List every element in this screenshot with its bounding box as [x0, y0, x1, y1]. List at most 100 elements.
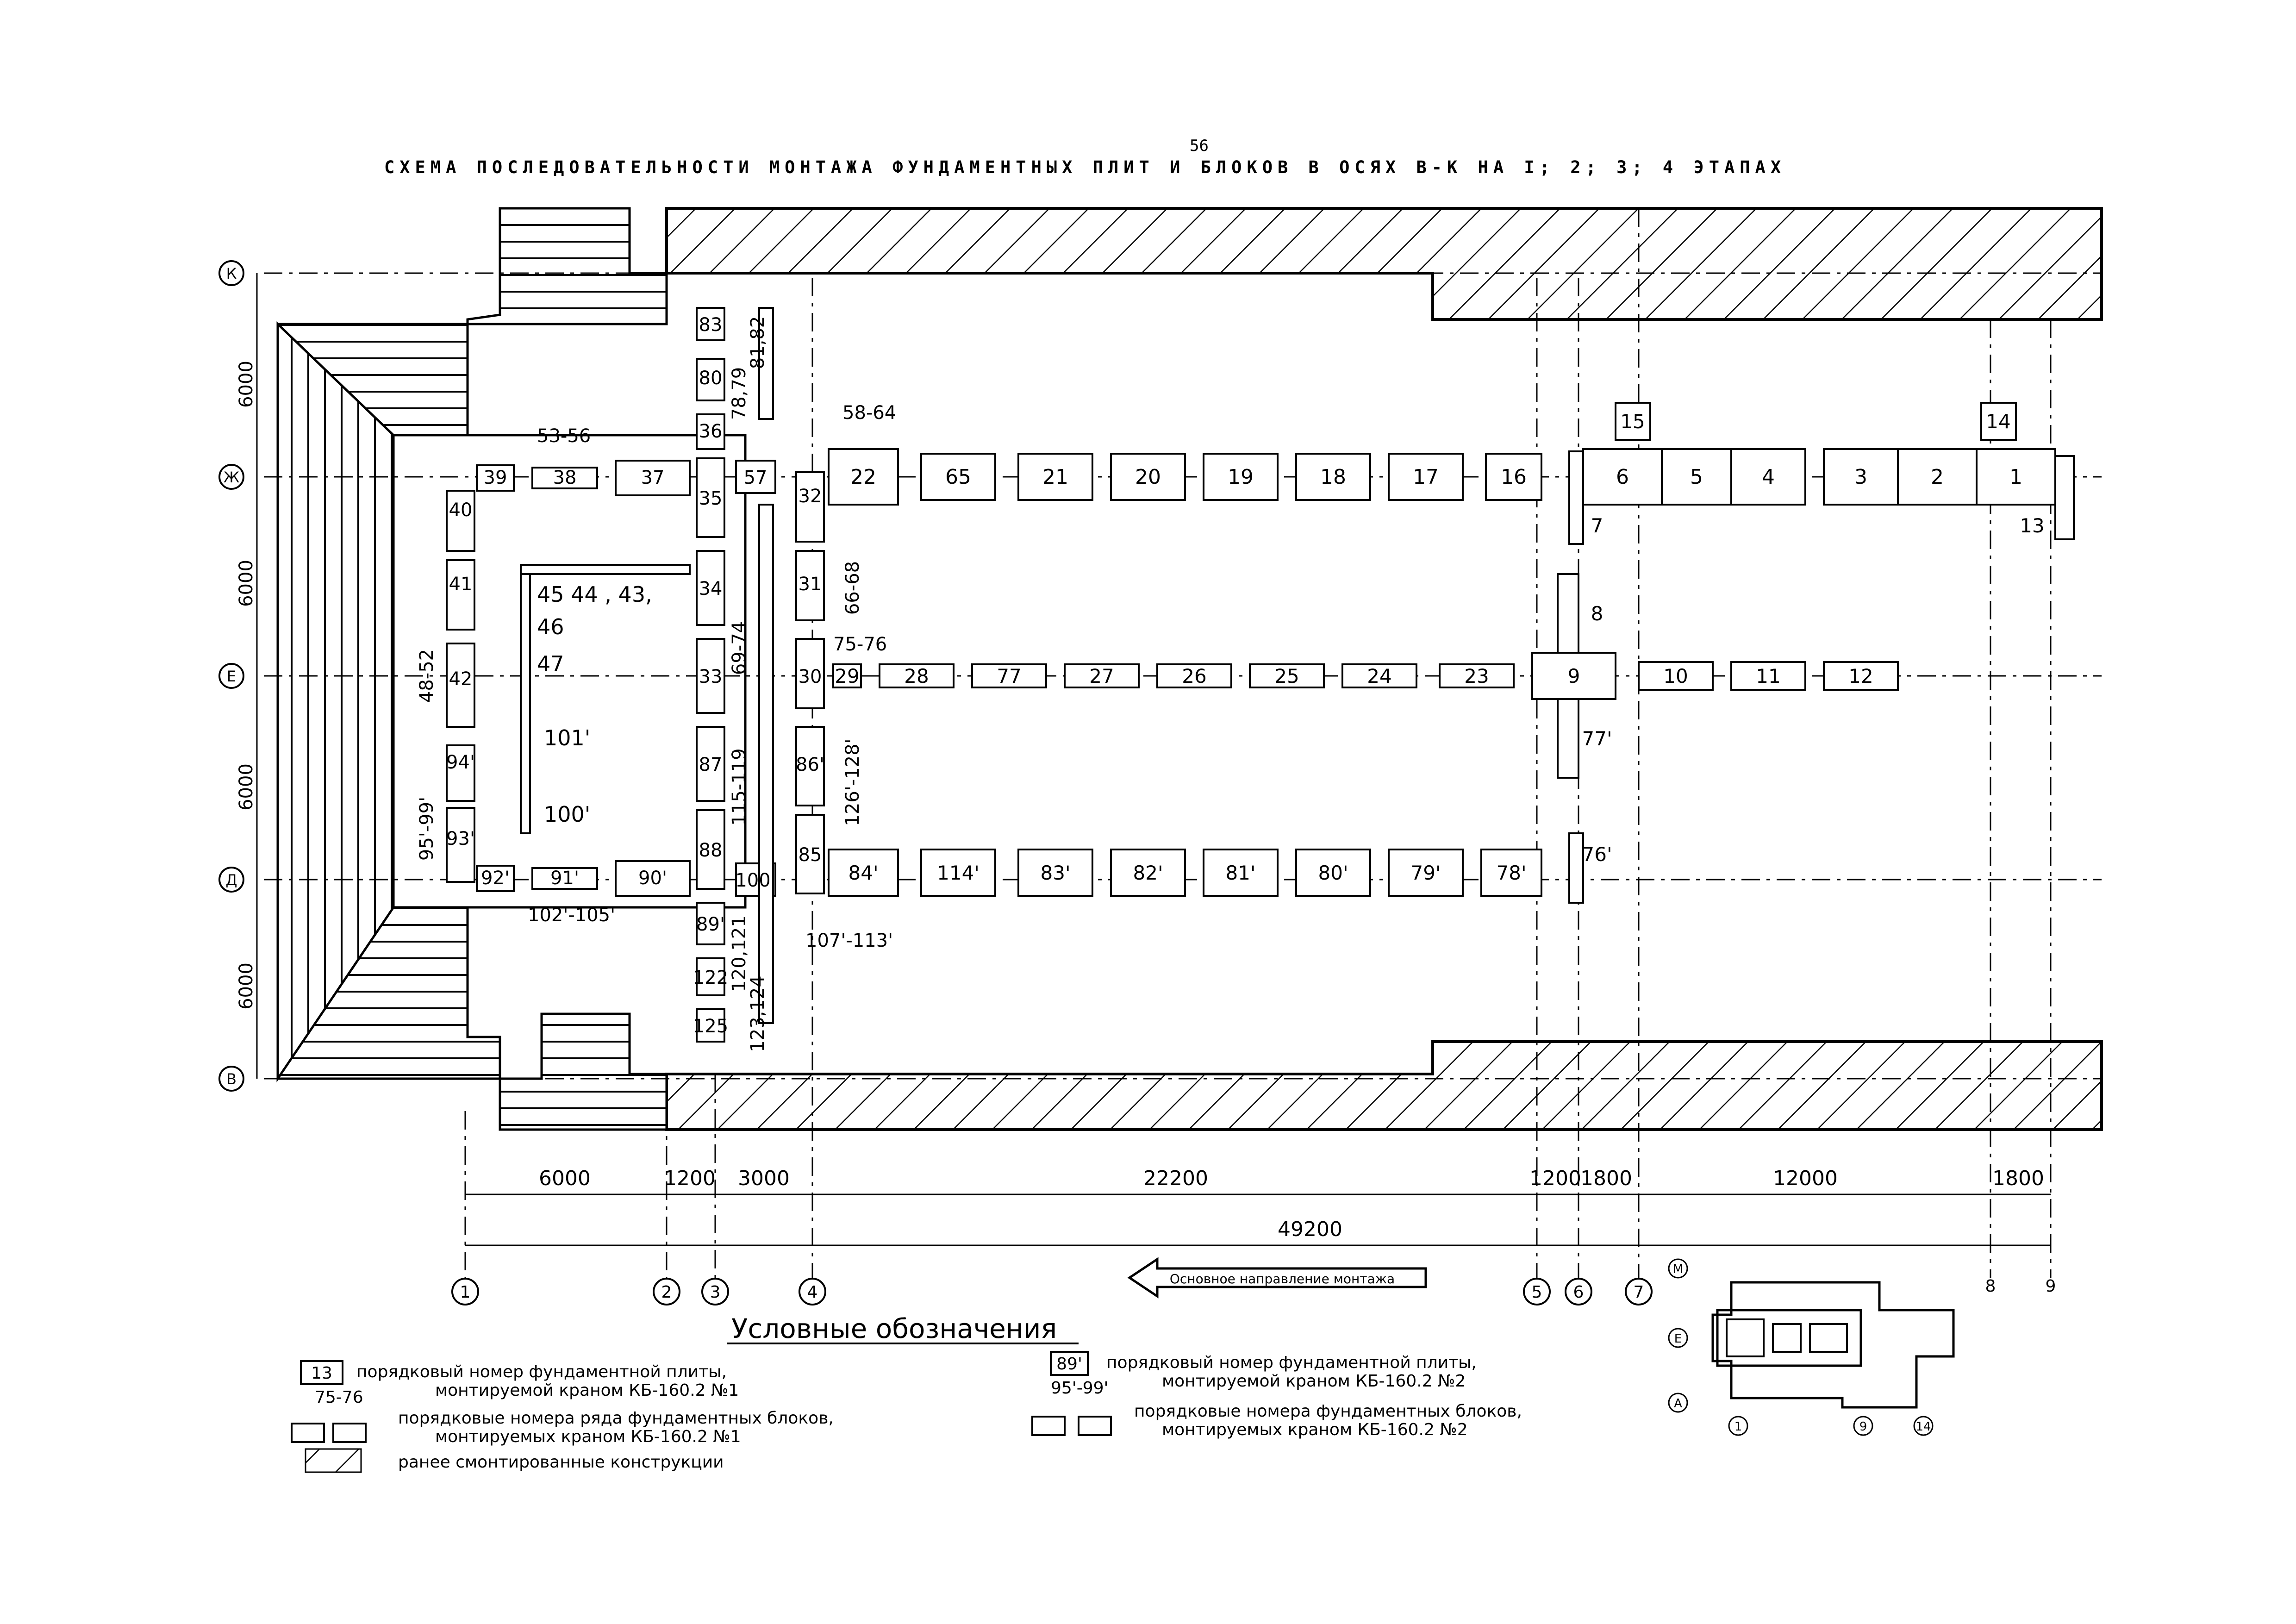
col-axis-2: 2: [661, 1283, 672, 1302]
key-row-a: А: [1674, 1397, 1682, 1411]
direction-arrow: Основное направление монтажа: [1127, 1257, 1427, 1299]
block-83: 83: [699, 314, 723, 336]
block-34: 34: [699, 578, 723, 600]
range-66-68: 66-68: [842, 561, 863, 615]
block-13: 13: [2020, 514, 2044, 537]
block-6: 6: [1616, 465, 1629, 489]
block-27: 27: [1089, 665, 1114, 687]
block-89p: 89': [696, 914, 725, 935]
block-3: 3: [1854, 465, 1867, 489]
legend-item1-line1: порядковый номер фундаментной плиты,: [356, 1362, 727, 1381]
block-30: 30: [799, 666, 822, 687]
legend-item5-line2: монтируемых краном КБ-160.2 №2: [1162, 1420, 1468, 1439]
row-d-blocks: [828, 849, 1542, 897]
block-83p: 83': [1041, 862, 1071, 884]
legend-box-89: 89': [1056, 1355, 1082, 1374]
dim-12000: 12000: [1773, 1167, 1838, 1190]
inner-label-47: 47: [537, 651, 564, 676]
column-axis-markers: 1 2 3 4 5 6 7 8 9: [451, 1277, 2056, 1305]
block-77: 77: [997, 665, 1021, 687]
inner-labels: 45 44 , 43, 46 47 101' 100': [537, 582, 652, 827]
block-80: 80: [699, 368, 723, 389]
legend-item4-line1: порядковый номер фундаментной плиты,: [1106, 1353, 1477, 1372]
row-span-4: 6000: [236, 962, 257, 1010]
inner-label-45: 45 44 , 43,: [537, 582, 652, 607]
block-100p: 100': [735, 870, 775, 891]
block-23: 23: [1464, 665, 1489, 687]
block-79p: 79': [1411, 862, 1441, 884]
block-77p: 77': [1582, 727, 1612, 750]
left-bay-blocks: [446, 307, 825, 1043]
block-14: 14: [1986, 410, 2010, 433]
col-axis-4: 4: [807, 1283, 818, 1302]
drawing-title: СХЕМА ПОСЛЕДОВАТЕЛЬНОСТИ МОНТАЖА ФУНДАМЕ…: [384, 157, 1786, 177]
range-69-74: 69-74: [729, 621, 750, 675]
block-7: 7: [1591, 514, 1603, 537]
legend-range1: 75-76: [315, 1388, 363, 1407]
block-90p: 90': [638, 868, 667, 889]
row-d-labels: 84' 114' 83' 82' 81' 80' 79' 78': [849, 862, 1527, 884]
dim-1200b: 1200: [1529, 1167, 1581, 1190]
range-107-113: 107'-113': [805, 930, 893, 951]
legend-item4-line2: монтируемой краном КБ-160.2 №2: [1162, 1372, 1466, 1391]
range-labels: 53-56 58-64 66-68 75-76 69-74 48-52 95'-…: [416, 316, 896, 1052]
range-58-64: 58-64: [842, 402, 896, 424]
col-axis-7: 7: [1634, 1283, 1644, 1302]
dimension-chain: [465, 1193, 2051, 1246]
key-col-9: 9: [1859, 1420, 1867, 1434]
block-40: 40: [449, 500, 473, 521]
col-axis-6: 6: [1573, 1283, 1584, 1302]
inner-label-100: 100': [544, 802, 590, 827]
legend-box-13: 13: [311, 1364, 332, 1383]
col-axis-3: 3: [710, 1283, 721, 1302]
block-24: 24: [1367, 665, 1391, 687]
range-78-79: 78,79: [729, 367, 750, 420]
block-114: 114': [937, 862, 980, 884]
block-18: 18: [1320, 465, 1346, 489]
block-26: 26: [1182, 665, 1206, 687]
dim-3000: 3000: [738, 1167, 790, 1190]
block-36: 36: [699, 421, 723, 442]
block-33: 33: [699, 666, 723, 687]
dim-1800b: 1800: [1992, 1167, 2044, 1190]
block-16: 16: [1501, 465, 1527, 489]
block-86p: 86': [796, 754, 824, 775]
legend: Условные обозначения 13 порядковый номер…: [291, 1313, 1522, 1473]
row-e-labels: 29 28 77 27 26 25 24 23 9 10 11 12: [835, 665, 1873, 687]
block-12: 12: [1848, 665, 1873, 687]
direction-label: Основное направление монтажа: [1170, 1271, 1395, 1287]
range-102-105: 102'-105': [528, 905, 615, 926]
row-axis-zh: Ж: [224, 468, 239, 486]
block-35: 35: [699, 488, 723, 509]
block-31: 31: [799, 574, 822, 595]
range-123-124: 123,124: [747, 975, 768, 1052]
extra-labels: [1568, 402, 2075, 904]
block-125: 125: [693, 1016, 728, 1037]
legend-range2: 95'-99': [1051, 1379, 1108, 1398]
block-8: 8: [1591, 602, 1603, 625]
block-22: 22: [850, 465, 876, 489]
block-32: 32: [799, 486, 822, 507]
range-48-52: 48-52: [416, 649, 437, 703]
block-25: 25: [1274, 665, 1299, 687]
block-84: 84': [849, 862, 879, 884]
block-38: 38: [553, 467, 577, 488]
block-93p: 93': [446, 828, 475, 849]
legend-heading: Условные обозначения: [731, 1313, 1057, 1344]
dim-22200: 22200: [1143, 1167, 1208, 1190]
block-41: 41: [449, 574, 473, 595]
page-number: 56: [1190, 137, 1209, 155]
block-88: 88: [699, 840, 723, 861]
row-span-1: 6000: [236, 361, 257, 408]
dimension-labels: 6000 1200 3000 22200 1200 1800 12000 180…: [539, 1167, 2044, 1241]
block-42: 42: [449, 668, 473, 690]
col-axis-1: 1: [460, 1283, 471, 1302]
key-row-e: Е: [1674, 1332, 1682, 1346]
block-15: 15: [1620, 410, 1645, 433]
col-axis-9: 9: [2046, 1277, 2056, 1296]
block-4: 4: [1762, 465, 1775, 489]
block-17: 17: [1413, 465, 1439, 489]
row-axis-e: Е: [227, 668, 236, 685]
key-plan: М Е А 1 9 14: [1668, 1258, 1955, 1436]
row-axis-markers: К Ж Е Д В 6000 6000 6000 6000: [218, 260, 258, 1092]
